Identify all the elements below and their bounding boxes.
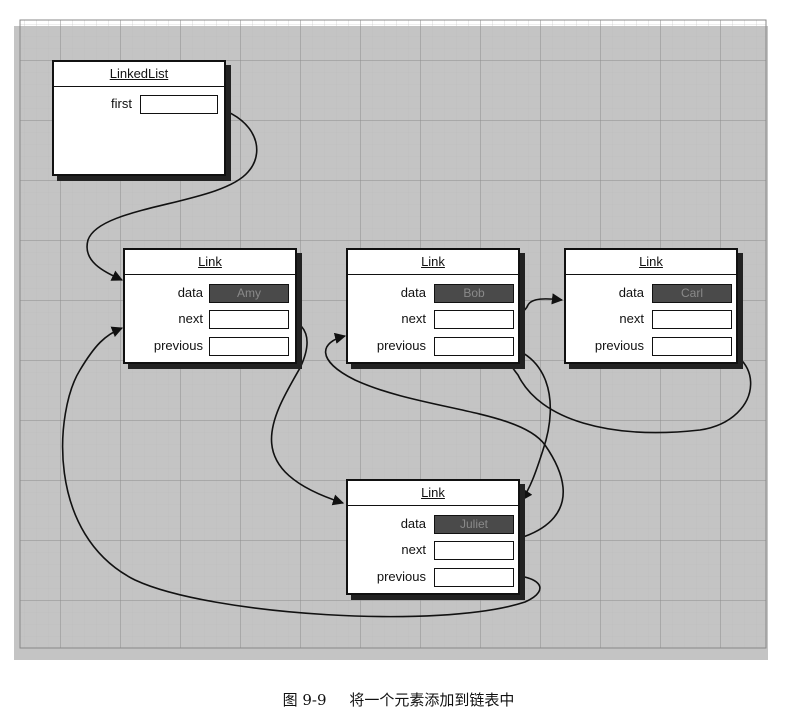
link-separator bbox=[348, 274, 518, 275]
next-field bbox=[434, 541, 514, 560]
linkedlist-title: LinkedList bbox=[109, 66, 169, 81]
arrow-first-to-amy bbox=[86, 102, 258, 281]
previous-field bbox=[434, 568, 514, 587]
data-label: data bbox=[618, 285, 644, 300]
data-field: Bob bbox=[434, 284, 514, 303]
link-box-bob: Link data Bob next previous bbox=[346, 248, 520, 364]
next-field bbox=[652, 310, 732, 329]
link-separator bbox=[125, 274, 295, 275]
previous-label: previous bbox=[376, 338, 426, 353]
link-title: Link bbox=[639, 254, 663, 269]
linkedlist-box: LinkedList first bbox=[52, 60, 226, 176]
link-title: Link bbox=[198, 254, 222, 269]
previous-label: previous bbox=[594, 338, 644, 353]
link-title: Link bbox=[421, 485, 445, 500]
next-label: next bbox=[401, 542, 426, 557]
figure-number: 图 9-9 bbox=[282, 691, 327, 709]
link-box-juliet: Link data Juliet next previous bbox=[346, 479, 520, 595]
previous-label: previous bbox=[153, 338, 203, 353]
first-label: first bbox=[111, 96, 132, 111]
next-label: next bbox=[178, 311, 203, 326]
previous-field bbox=[434, 337, 514, 356]
previous-field bbox=[209, 337, 289, 356]
next-field bbox=[209, 310, 289, 329]
previous-field bbox=[652, 337, 732, 356]
link-title: Link bbox=[421, 254, 445, 269]
arrow-carl-prev-to-bob bbox=[503, 342, 752, 434]
next-label: next bbox=[619, 311, 644, 326]
arrow-juliet-next-to-bob bbox=[324, 332, 564, 546]
first-field bbox=[140, 95, 218, 114]
arrow-juliet-prev-to-amy bbox=[61, 326, 541, 618]
data-label: data bbox=[400, 285, 426, 300]
link-box-amy: Link data Amy next previous bbox=[123, 248, 297, 364]
linkedlist-separator bbox=[54, 86, 224, 87]
data-field: Juliet bbox=[434, 515, 514, 534]
data-field: Amy bbox=[209, 284, 289, 303]
link-separator bbox=[566, 274, 736, 275]
data-field: Carl bbox=[652, 284, 732, 303]
data-label: data bbox=[400, 516, 426, 531]
figure-caption-text: 将一个元素添加到链表中 bbox=[349, 691, 515, 709]
next-field bbox=[434, 310, 514, 329]
link-separator bbox=[348, 505, 518, 506]
link-box-carl: Link data Carl next previous bbox=[564, 248, 738, 364]
figure-caption: 图 9-9 将一个元素添加到链表中 bbox=[0, 689, 797, 710]
data-label: data bbox=[177, 285, 203, 300]
arrow-bob-prev-to-juliet bbox=[484, 342, 552, 501]
next-label: next bbox=[401, 311, 426, 326]
previous-label: previous bbox=[376, 569, 426, 584]
